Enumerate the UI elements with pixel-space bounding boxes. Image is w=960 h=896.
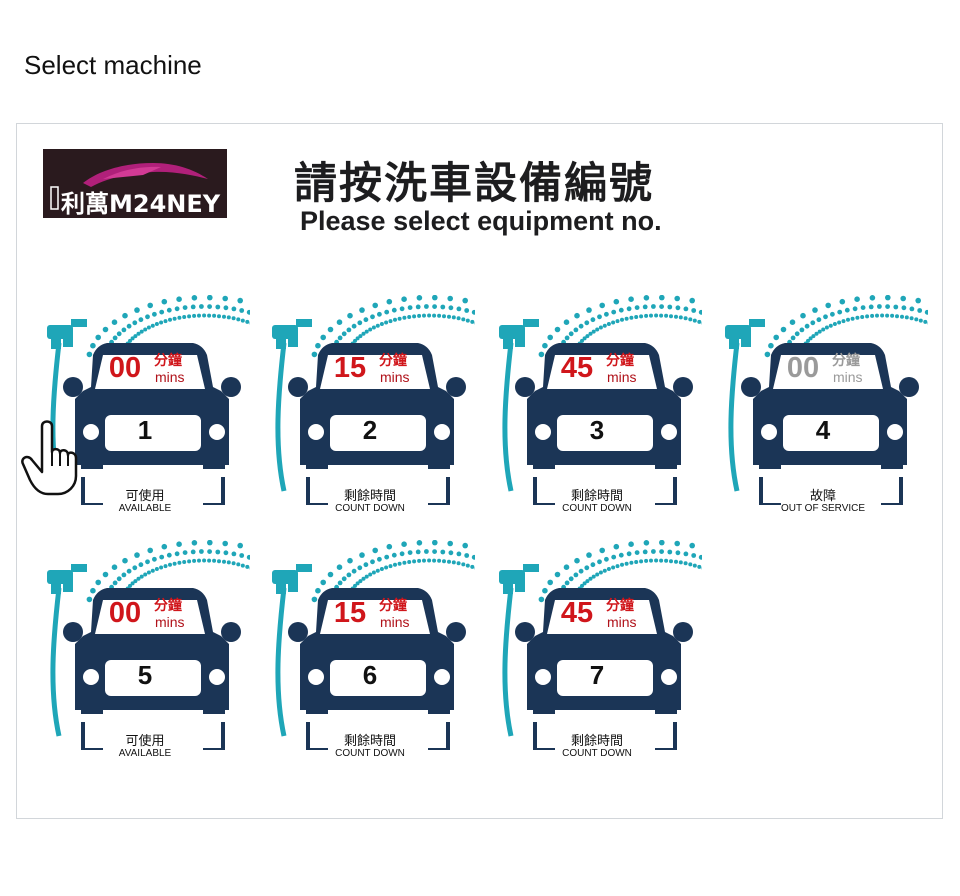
timer-unit-english: mins <box>607 614 637 630</box>
timer-unit-chinese: 分鐘 <box>379 598 407 614</box>
machine-number: 6 <box>362 660 378 690</box>
status-label-english: COUNT DOWN <box>562 748 632 759</box>
status-label-english: OUT OF SERVICE <box>780 503 866 514</box>
car-icon <box>272 295 475 505</box>
machine-number: 4 <box>815 415 831 445</box>
car-icon <box>47 540 250 750</box>
status-label-chinese: 剩餘時間 <box>343 734 396 749</box>
timer-unit-chinese: 分鐘 <box>606 353 634 369</box>
status-label-english: COUNT DOWN <box>335 748 405 759</box>
timer-value: 15 <box>333 352 367 384</box>
timer-unit-english: mins <box>607 369 637 385</box>
title-chinese: 請按洗車設備編號 <box>294 159 654 209</box>
timer-unit-english: mins <box>380 614 410 630</box>
timer-value: 00 <box>786 352 820 384</box>
title-english: Please select equipment no. <box>300 206 662 236</box>
timer-unit-chinese: 分鐘 <box>154 598 182 614</box>
timer-unit-chinese: 分鐘 <box>832 353 860 369</box>
timer-value: 45 <box>560 352 594 384</box>
car-icon <box>272 540 475 750</box>
status-label-english: AVAILABLE <box>118 503 172 514</box>
status-label-chinese: 可使用 <box>125 489 165 504</box>
timer-unit-english: mins <box>155 369 185 385</box>
machine-number: 5 <box>137 660 153 690</box>
page-heading: Select machine <box>24 50 202 80</box>
car-icon <box>499 540 702 750</box>
status-label-chinese: 故障 <box>809 489 836 504</box>
timer-unit-chinese: 分鐘 <box>154 353 182 369</box>
machine-number: 1 <box>137 415 153 445</box>
machine-number: 3 <box>589 415 605 445</box>
status-label-chinese: 剩餘時間 <box>570 489 623 504</box>
car-icon <box>47 295 250 505</box>
brand-logo: 利萬M24NEY <box>43 149 227 218</box>
logo-text: 利萬M24NEY <box>61 190 221 218</box>
timer-unit-english: mins <box>155 614 185 630</box>
status-label-english: COUNT DOWN <box>562 503 632 514</box>
timer-value: 00 <box>108 597 142 629</box>
status-label-chinese: 可使用 <box>125 734 165 749</box>
status-label-chinese: 剩餘時間 <box>343 489 396 504</box>
hand-pointer-icon <box>21 420 78 496</box>
status-label-english: COUNT DOWN <box>335 503 405 514</box>
machine-number: 7 <box>589 660 605 690</box>
car-icon <box>499 295 702 505</box>
timer-unit-english: mins <box>833 369 863 385</box>
timer-value: 00 <box>108 352 142 384</box>
timer-value: 45 <box>560 597 594 629</box>
timer-unit-english: mins <box>380 369 410 385</box>
machine-number: 2 <box>362 415 378 445</box>
timer-unit-chinese: 分鐘 <box>379 353 407 369</box>
timer-unit-chinese: 分鐘 <box>606 598 634 614</box>
timer-value: 15 <box>333 597 367 629</box>
status-label-chinese: 剩餘時間 <box>570 734 623 749</box>
car-silhouette-logo-icon <box>50 163 208 210</box>
car-icon <box>725 295 928 505</box>
status-label-english: AVAILABLE <box>118 748 172 759</box>
